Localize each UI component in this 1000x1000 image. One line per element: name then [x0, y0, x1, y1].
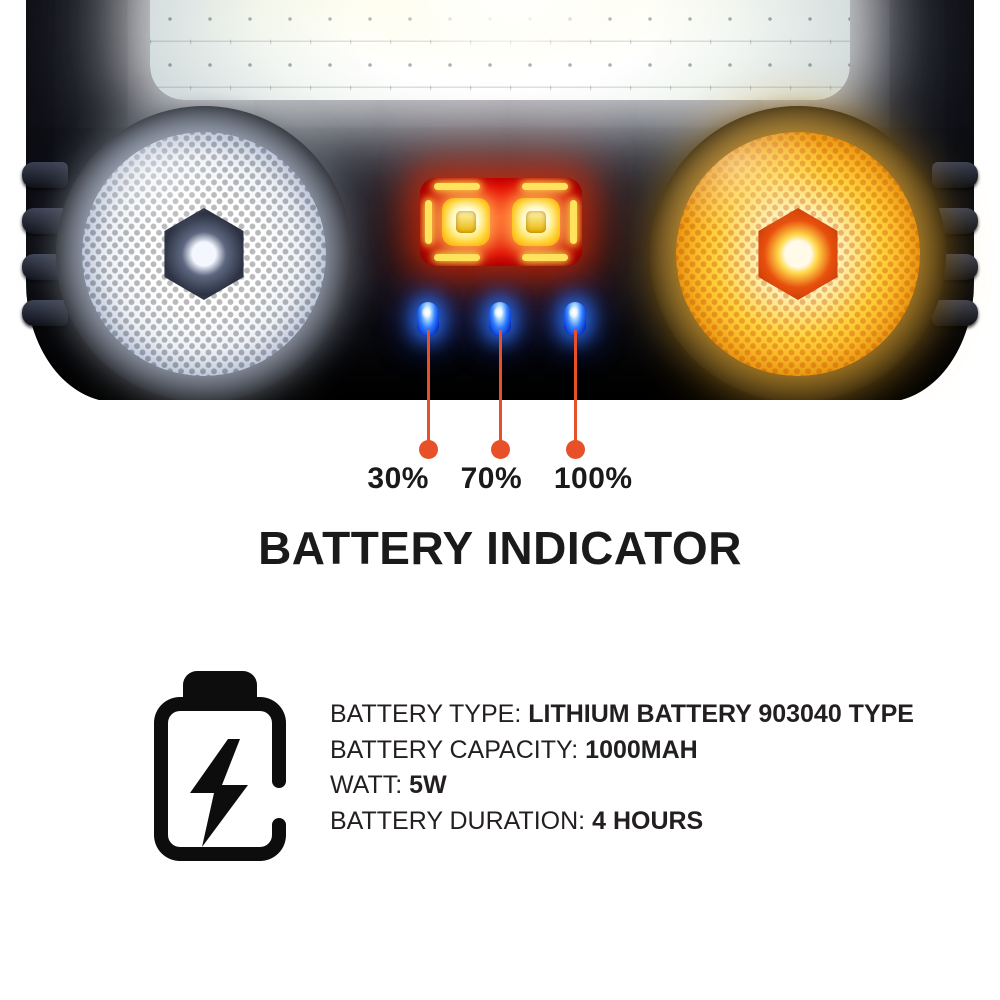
- panel-edge-highlight: [425, 200, 432, 244]
- spec-line-battery-type: BATTERY TYPE: LITHIUM BATTERY 903040 TYP…: [330, 697, 914, 733]
- grip-ribs-left: [22, 162, 68, 400]
- emitter-chip: [456, 211, 476, 233]
- emitter-chip: [526, 211, 546, 233]
- callout-leader-line-100: [574, 330, 577, 442]
- red-panel-emitter: [442, 198, 490, 246]
- amber-spotlight-bezel: [650, 106, 946, 400]
- battery-level-label-30: 30%: [367, 462, 429, 495]
- spec-line-watt: WATT: 5W: [330, 768, 914, 804]
- panel-edge-highlight: [522, 183, 568, 190]
- grip-rib: [932, 300, 978, 326]
- white-spotlight-lens: [82, 132, 326, 376]
- grip-rib: [22, 162, 68, 188]
- battery-level-label-100: 100%: [553, 462, 633, 495]
- spec-label: BATTERY DURATION:: [330, 806, 586, 835]
- battery-level-labels: 30% 70% 100%: [0, 462, 1000, 496]
- callout-dot-30: [419, 440, 438, 459]
- spec-label: BATTERY TYPE:: [330, 700, 522, 728]
- spec-label: WATT:: [330, 771, 403, 799]
- red-panel-emitter: [512, 198, 560, 246]
- panel-edge-highlight: [434, 183, 480, 190]
- battery-level-label-70: 70%: [460, 462, 523, 495]
- callout-leader-line-70: [499, 330, 502, 442]
- white-spotlight-bezel: [56, 106, 352, 400]
- spec-label: BATTERY CAPACITY:: [330, 735, 579, 764]
- spec-line-battery-capacity: BATTERY CAPACITY: 1000MAH: [330, 733, 914, 769]
- spec-value: LITHIUM BATTERY 903040 TYPE: [528, 700, 914, 728]
- white-cob-led-panel: [150, 0, 850, 100]
- callout-leader-line-30: [427, 330, 430, 442]
- spec-list: BATTERY TYPE: LITHIUM BATTERY 903040 TYP…: [330, 697, 914, 843]
- grip-rib: [932, 162, 978, 188]
- callout-dot-70: [491, 440, 510, 459]
- cob-hotspot-glow: [388, 0, 626, 61]
- grip-rib: [22, 300, 68, 326]
- spec-value: 5W: [409, 771, 447, 799]
- spec-line-battery-duration: BATTERY DURATION: 4 HOURS: [330, 804, 914, 840]
- spec-value: 4 HOURS: [592, 806, 704, 835]
- red-warning-light-panel: [420, 178, 582, 266]
- battery-indicator-led-70: [489, 302, 511, 336]
- product-photo: [0, 0, 1000, 400]
- section-heading: BATTERY INDICATOR: [258, 522, 742, 574]
- spec-value: 1000MAH: [585, 735, 698, 764]
- battery-spec-block: BATTERY TYPE: LITHIUM BATTERY 903040 TYP…: [150, 665, 914, 875]
- panel-edge-highlight: [522, 254, 568, 261]
- battery-indicator-led-100: [564, 302, 586, 336]
- panel-edge-highlight: [570, 200, 577, 244]
- amber-spotlight-lens: [676, 132, 920, 376]
- callout-dot-100: [566, 440, 585, 459]
- battery-charging-icon: [154, 671, 286, 861]
- battery-indicator-led-30: [417, 302, 439, 336]
- panel-edge-highlight: [434, 254, 480, 261]
